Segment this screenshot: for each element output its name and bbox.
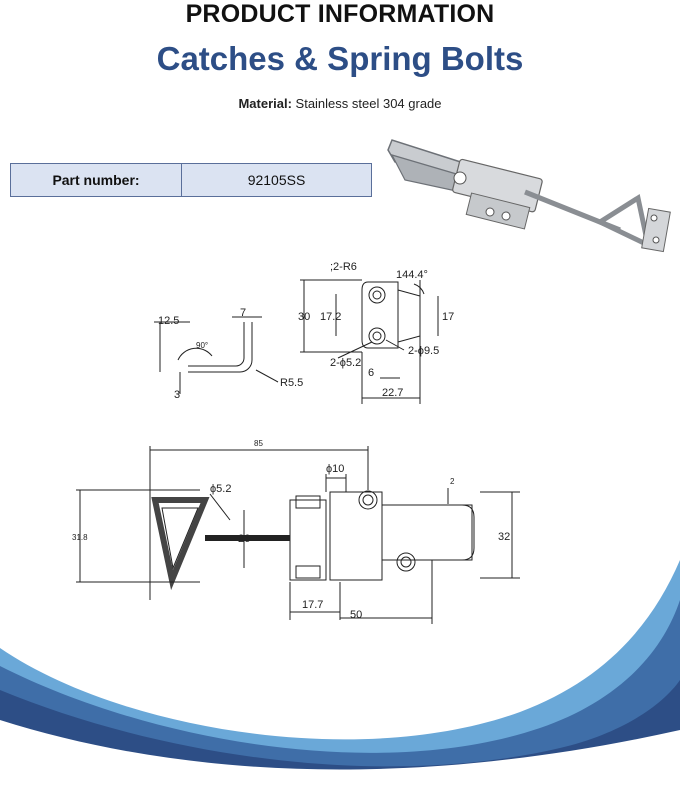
dim-12-5: 12.5 [158,315,179,327]
page-title: PRODUCT INFORMATION [185,0,495,28]
dim-7: 7 [240,307,246,319]
bracket-top-view [300,279,439,404]
dim-phi-10: ϕ10 [326,463,344,475]
material-label: Material: [238,96,292,111]
dim-85: 85 [254,439,263,448]
product-category-title: Catches & Spring Bolts [156,40,524,77]
dim-hole-9-5: 2-ϕ9.5 [408,345,439,357]
part-number-table: Part number: 92105SS [10,163,372,197]
dim-2: 2 [450,477,455,486]
hook-side-view [154,316,279,394]
dim-31-8: 31.8 [72,533,88,542]
dim-30: 30 [298,311,310,323]
dim-22-7: 22.7 [382,387,403,399]
dim-50: 50 [350,609,362,621]
latch-assembly-view [76,446,520,624]
dim-3: 3 [174,389,180,401]
dim-32: 32 [498,531,510,543]
dim-26: 26 [238,533,250,545]
dim-144-4-angle: 144.4° [396,269,428,281]
dim-r5-5: R5.5 [280,377,303,389]
part-number-label: Part number: [11,164,182,196]
product-photo [387,139,671,253]
dim-90-angle: 90° [196,341,208,350]
material-line: Material: Stainless steel 304 grade [0,96,680,111]
dim-2-r6: ;2-R6 [330,261,357,273]
dim-6: 6 [368,367,374,379]
part-number-value: 92105SS [247,172,306,188]
dim-17-2: 17.2 [320,311,341,323]
material-value: Stainless steel 304 grade [291,96,442,111]
dim-phi-5-2: ϕ5.2 [210,483,231,495]
dim-hole-5-2: 2-ϕ5.2 [330,357,361,369]
dim-17: 17 [442,311,454,323]
decorative-wave-footer [0,560,680,788]
dim-17-7: 17.7 [302,599,323,611]
